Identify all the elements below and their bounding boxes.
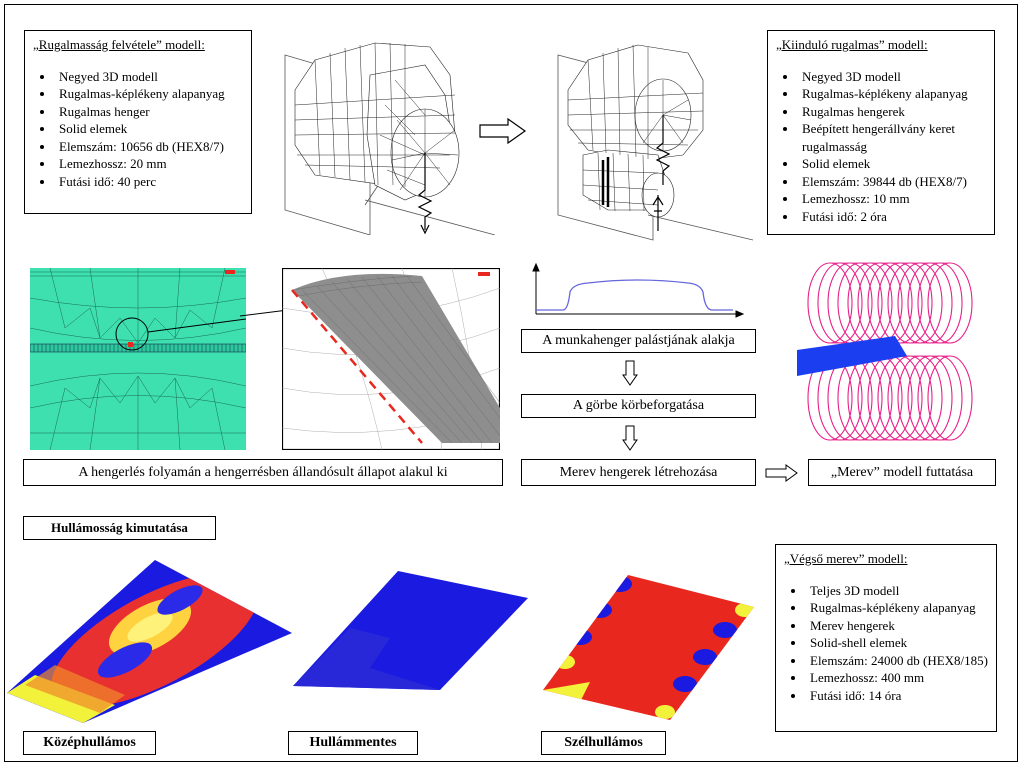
list-item: Negyed 3D modell: [798, 68, 986, 86]
steady-state-text: A hengerlés folyamán a hengerrésben álla…: [78, 464, 448, 480]
waviness-heading: Hullámosság kimutatása: [23, 516, 216, 540]
list-item: Elemszám: 39844 db (HEX8/7): [798, 173, 986, 191]
right-arrow-icon: [479, 117, 527, 145]
center-wave-label: Középhullámos: [23, 731, 156, 755]
down-arrow-icon: [622, 360, 638, 386]
right-model-box: „Kiinduló rugalmas” modell: Negyed 3D mo…: [767, 30, 995, 235]
roll-gap-zoom-image: [282, 268, 500, 450]
list-item: Rugalmas-képlékeny alapanyag: [798, 85, 986, 103]
final-model-list: Teljes 3D modell Rugalmas-képlékeny alap…: [784, 582, 988, 705]
roll-profile-curve-image: [532, 262, 745, 318]
list-item: Solid-shell elemek: [806, 634, 988, 652]
center-wave-text: Középhullámos: [43, 735, 136, 750]
center-wave-plate-image: [7, 560, 292, 723]
roll-gap-mesh-image: [30, 268, 246, 450]
right-model-title: „Kiinduló rugalmas” modell:: [776, 37, 928, 52]
zoom-leader-line: [240, 309, 289, 317]
rigid-rolls-mesh-image: [797, 262, 973, 441]
quarter-model-two-rolls-image: [557, 44, 754, 241]
list-item: Futási idő: 40 perc: [55, 173, 243, 191]
no-wave-label: Hullámmentes: [288, 731, 418, 755]
rotate-curve-text: A görbe körbeforgatása: [572, 398, 705, 413]
list-item: Rugalmas hengerek: [798, 103, 986, 121]
rigid-rolls-label: Merev hengerek létrehozása: [521, 459, 756, 486]
rigid-run-text: „Merev” modell futtatása: [830, 464, 974, 480]
left-model-list: Negyed 3D modell Rugalmas-képlékeny alap…: [33, 68, 243, 191]
list-item: Negyed 3D modell: [55, 68, 243, 86]
edge-wave-label: Szélhullámos: [541, 731, 666, 755]
down-arrow-icon: [622, 425, 638, 451]
list-item: Rugalmas-képlékeny alapanyag: [806, 599, 988, 617]
steady-state-label: A hengerlés folyamán a hengerrésben álla…: [23, 459, 503, 486]
list-item: Elemszám: 24000 db (HEX8/185): [806, 652, 988, 670]
no-wave-plate-image: [293, 571, 528, 690]
list-item: Beépített hengerállvány keret rugalmassá…: [798, 120, 986, 155]
waviness-heading-text: Hullámosság kimutatása: [51, 520, 188, 535]
rigid-rolls-text: Merev hengerek létrehozása: [559, 464, 718, 480]
edge-wave-plate-image: [543, 575, 754, 720]
roll-shape-label: A munkahenger palástjának alakja: [521, 329, 756, 353]
list-item: Solid elemek: [798, 155, 986, 173]
list-item: Elemszám: 10656 db (HEX8/7): [55, 138, 243, 156]
figure-frame: [4, 4, 1018, 762]
right-model-list: Negyed 3D modell Rugalmas-képlékeny alap…: [776, 68, 986, 226]
list-item: Lemezhossz: 400 mm: [806, 669, 988, 687]
left-model-title: „Rugalmasság felvétele” modell:: [33, 37, 205, 52]
edge-wave-text: Szélhullámos: [564, 735, 643, 750]
right-arrow-icon: [765, 464, 798, 482]
list-item: Lemezhossz: 10 mm: [798, 190, 986, 208]
list-item: Lemezhossz: 20 mm: [55, 155, 243, 173]
no-wave-text: Hullámmentes: [309, 735, 397, 750]
list-item: Rugalmas henger: [55, 103, 243, 121]
list-item: Teljes 3D modell: [806, 582, 988, 600]
list-item: Solid elemek: [55, 120, 243, 138]
final-model-title: „Végső merev” modell:: [784, 551, 908, 566]
quarter-model-single-roll-image: [284, 42, 496, 235]
roll-shape-text: A munkahenger palástjának alakja: [542, 333, 735, 348]
rigid-run-label: „Merev” modell futtatása: [808, 459, 996, 486]
final-model-box: „Végső merev” modell: Teljes 3D modell R…: [775, 544, 997, 732]
left-model-box: „Rugalmasság felvétele” modell: Negyed 3…: [24, 30, 252, 214]
list-item: Futási idő: 2 óra: [798, 208, 986, 226]
rotate-curve-label: A görbe körbeforgatása: [521, 394, 756, 418]
list-item: Futási idő: 14 óra: [806, 687, 988, 705]
list-item: Merev hengerek: [806, 617, 988, 635]
list-item: Rugalmas-képlékeny alapanyag: [55, 85, 243, 103]
